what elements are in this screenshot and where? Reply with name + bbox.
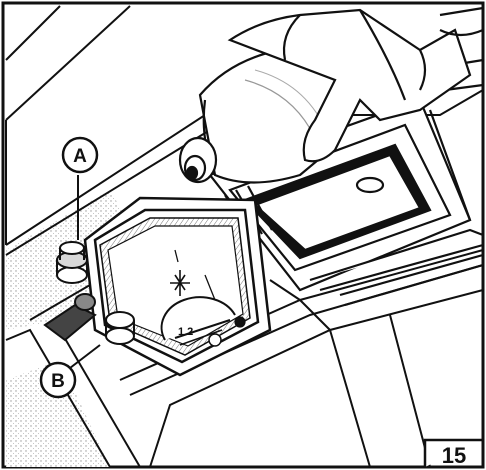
indicator-knob-b[interactable] [43,293,135,369]
dosage-dial[interactable]: 1 2 [160,296,246,347]
hand [227,6,484,163]
callout-b-circle [39,361,77,399]
callout-b-label: B [51,371,65,392]
callout-a: A [61,136,99,174]
callout-a-circle [61,136,99,174]
figure-number-tab: 15 [423,438,483,468]
callout-a-label: A [73,146,87,167]
figure-number: 15 [442,443,466,468]
callout-b: B [39,361,77,399]
svg-text:1 2: 1 2 [178,326,193,338]
rinse-aid-cap[interactable] [56,175,88,284]
detergent-compartment [208,58,484,307]
